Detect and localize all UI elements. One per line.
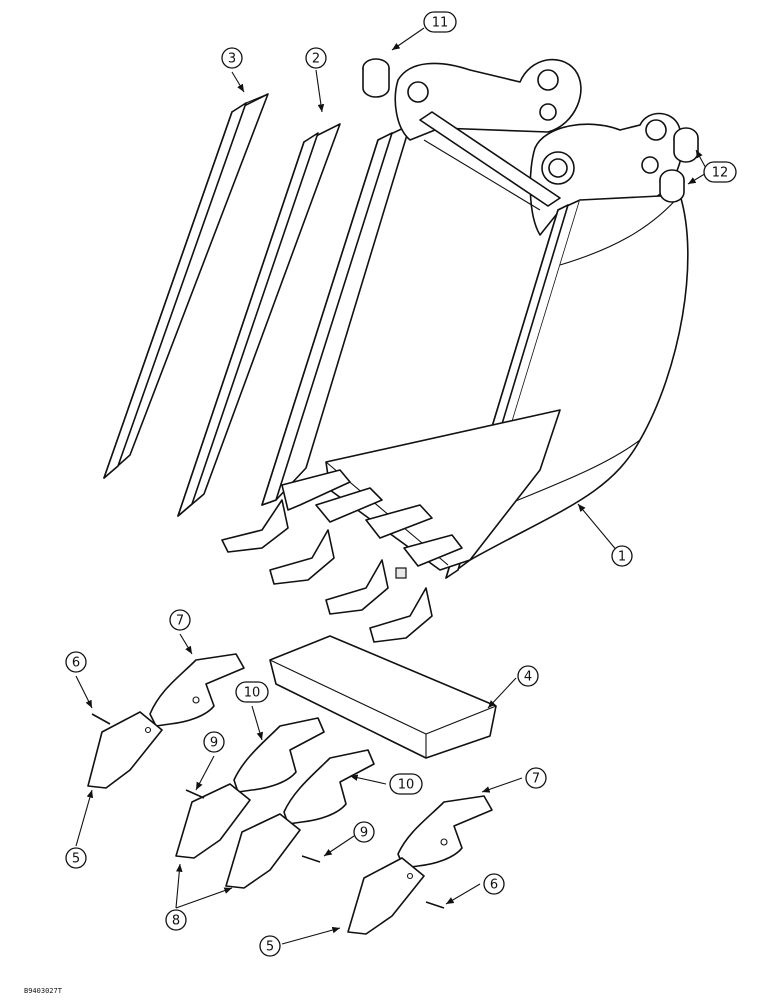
callout-12: 12 <box>703 161 737 183</box>
callout-label: 2 <box>312 52 320 67</box>
side-cutter-strip-2 <box>177 123 341 517</box>
callout-7: 7 <box>525 767 547 789</box>
callout-label: 1 <box>618 550 626 565</box>
pin-6-right <box>425 901 445 909</box>
callout-label: 6 <box>72 656 80 671</box>
callout-label: 4 <box>524 670 532 685</box>
callout-6: 6 <box>65 651 87 673</box>
callout-label: 10 <box>398 778 415 793</box>
pin-9-right <box>301 855 321 863</box>
callout-label: 10 <box>244 686 261 701</box>
callout-9: 9 <box>353 821 375 843</box>
callout-3: 3 <box>221 47 243 69</box>
tooth-8-a <box>175 783 251 859</box>
leader-lines <box>75 27 709 945</box>
callout-label: 5 <box>72 852 80 867</box>
adapter-10-a <box>233 717 325 793</box>
callout-10: 10 <box>389 773 423 795</box>
callout-10: 10 <box>235 681 269 703</box>
callout-2: 2 <box>305 47 327 69</box>
callout-5: 5 <box>259 935 281 957</box>
pin-6-left <box>91 713 111 725</box>
callout-label: 12 <box>712 166 729 181</box>
callout-label: 8 <box>172 914 180 929</box>
callout-1: 1 <box>611 545 633 567</box>
callout-label: 6 <box>490 878 498 893</box>
adapter-10-b <box>283 749 375 825</box>
side-cutter-strip-3 <box>103 93 269 479</box>
callout-label: 3 <box>228 52 236 67</box>
callout-7: 7 <box>169 609 191 631</box>
tooth-8-b <box>225 813 301 889</box>
callout-6: 6 <box>483 873 505 895</box>
callout-label: 11 <box>432 16 449 31</box>
bushings-12 <box>659 127 699 203</box>
tooth-5-right <box>347 857 425 935</box>
callout-label: 7 <box>532 772 540 787</box>
callout-8: 8 <box>165 909 187 931</box>
callout-label: 5 <box>266 940 274 955</box>
tooth-5-left <box>87 711 163 789</box>
callout-label: 9 <box>210 736 218 751</box>
bucket-body-1 <box>221 58 689 643</box>
figure-id: B9403027T <box>24 987 63 995</box>
bushing-11 <box>362 58 390 98</box>
pin-9-left <box>185 789 205 799</box>
callout-label: 7 <box>176 614 184 629</box>
adapter-7-left <box>149 653 245 727</box>
adapter-7-right <box>397 795 493 869</box>
callout-5: 5 <box>65 847 87 869</box>
callout-label: 9 <box>360 826 368 841</box>
callout-11: 11 <box>423 11 457 33</box>
callout-4: 4 <box>517 665 539 687</box>
cutting-edge-4 <box>269 635 497 759</box>
callout-9: 9 <box>203 731 225 753</box>
